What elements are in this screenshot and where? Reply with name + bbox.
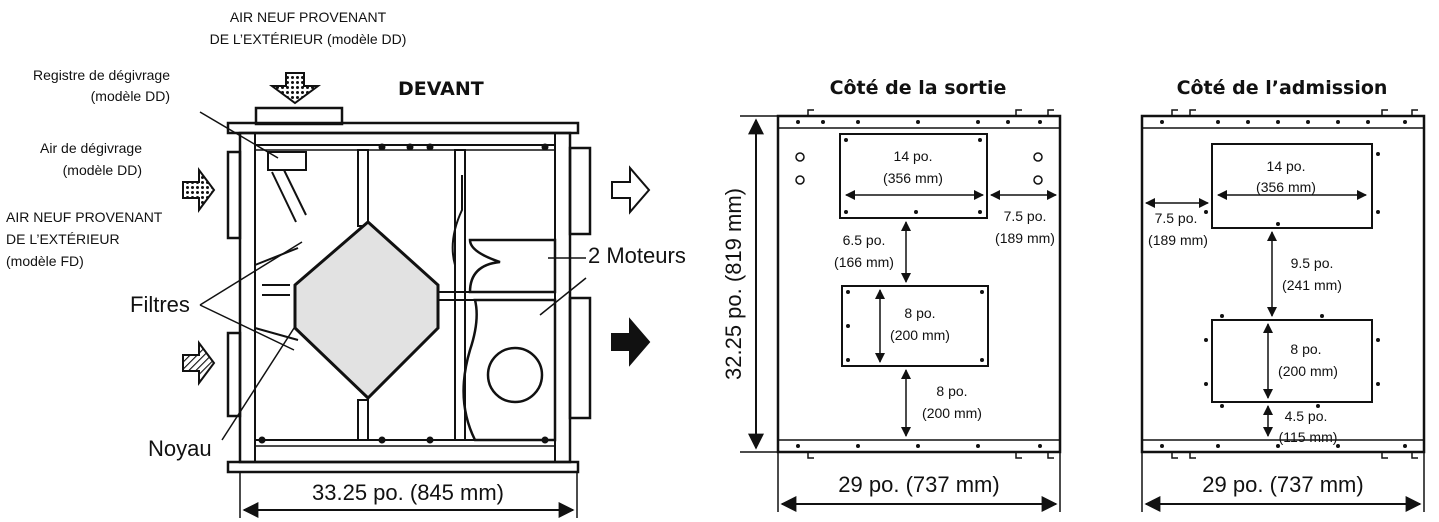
inlet-title: Côté de l’admission [1177, 77, 1388, 99]
outlet-mid-gap-mm: (166 mm) [834, 254, 894, 270]
front-view: AIR NEUF PROVENANT DE L’EXTÉRIEUR (modèl… [6, 9, 686, 518]
front-width-dimension: 33.25 po. (845 mm) [312, 480, 504, 505]
outlet-side-gap-in: 7.5 po. [1004, 208, 1047, 224]
inlet-top-port-mm: (356 mm) [1256, 179, 1316, 195]
outlet-bottom-gap-in: 8 po. [936, 383, 967, 399]
core-hexagon [293, 220, 440, 401]
inlet-mid-gap-mm: (241 mm) [1282, 277, 1342, 293]
registre-label-line2: (modèle DD) [91, 88, 170, 104]
air-inlet-arrow-fd [182, 340, 216, 386]
outlet-bottom-port-in: 8 po. [904, 305, 935, 321]
outlet-bottom-port-mm: (200 mm) [890, 327, 950, 343]
degivrage-label-line2: (modèle DD) [63, 162, 142, 178]
registre-label-line1: Registre de dégivrage [33, 67, 170, 83]
outlet-top-port-mm: (356 mm) [883, 170, 943, 186]
inlet-side-gap-in: 7.5 po. [1155, 210, 1198, 226]
moteurs-label: 2 Moteurs [588, 243, 686, 268]
inlet-bottom-gap-mm: (115 mm) [1279, 429, 1338, 445]
fd-label-line2: DE L’EXTÉRIEUR [6, 231, 120, 247]
filtres-label: Filtres [130, 292, 190, 317]
inlet-bottom-gap-in: 4.5 po. [1285, 408, 1328, 424]
inlet-bottom-port-in: 8 po. [1290, 341, 1321, 357]
fd-label-line3: (modèle FD) [6, 253, 84, 269]
outlet-mid-gap-in: 6.5 po. [843, 232, 886, 248]
inlet-mid-gap-in: 9.5 po. [1291, 255, 1334, 271]
air-outlet-arrow-hollow [611, 165, 651, 215]
air-inlet-arrow-top [268, 72, 322, 105]
air-inlet-arrow-defrost [182, 167, 216, 213]
noyau-label: Noyau [148, 436, 212, 461]
top-air-label-line1: AIR NEUF PROVENANT [230, 9, 387, 25]
outlet-side-view: Côté de la sortie 32.25 po. (819 mm) 14 … [721, 77, 1062, 512]
inlet-width-dimension: 29 po. (737 mm) [1202, 472, 1363, 497]
outlet-bottom-gap-mm: (200 mm) [922, 405, 982, 421]
outlet-title: Côté de la sortie [830, 77, 1007, 99]
fd-label-line1: AIR NEUF PROVENANT [6, 209, 163, 225]
upper-fan [468, 238, 557, 294]
outlet-height-dimension: 32.25 po. (819 mm) [721, 188, 746, 380]
inlet-side-view: Côté de l’admission 14 po. (356 mm) 7.5 … [1140, 77, 1426, 512]
top-air-label-line2: DE L’EXTÉRIEUR (modèle DD) [210, 31, 407, 47]
inlet-bottom-port-mm: (200 mm) [1278, 363, 1338, 379]
outlet-top-port-in: 14 po. [894, 148, 933, 164]
lower-fan [462, 298, 557, 442]
degivrage-label-line1: Air de dégivrage [40, 140, 142, 156]
outlet-side-gap-mm: (189 mm) [995, 230, 1055, 246]
air-outlet-arrow-solid [611, 317, 651, 367]
inlet-top-port-in: 14 po. [1267, 158, 1306, 174]
outlet-width-dimension: 29 po. (737 mm) [838, 472, 999, 497]
fan-wheel [486, 346, 544, 404]
front-heading: DEVANT [398, 78, 484, 100]
inlet-side-gap-mm: (189 mm) [1148, 232, 1208, 248]
